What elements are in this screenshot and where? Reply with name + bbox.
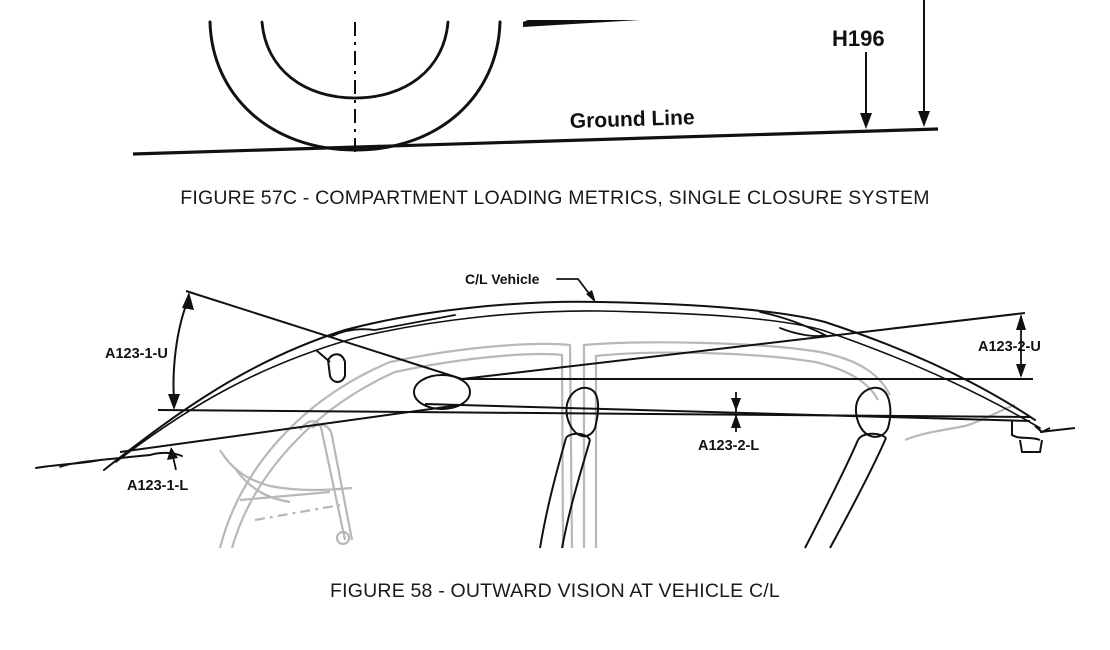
a123-2-l-arrowhead-top [731, 398, 741, 411]
roof-outline-outer [103, 300, 1036, 471]
front-seat [539, 386, 600, 549]
label-cl-vehicle: C/L Vehicle [465, 271, 540, 287]
label-a123-2-l: A123-2-L [698, 438, 759, 454]
label-ground-line: Ground Line [569, 106, 694, 133]
figure-58-drawing: C/L Vehicle A123-1-U A123-1-L A123-2-U A… [35, 271, 1076, 549]
a123-2-u-arrowhead-bottom [1016, 364, 1026, 378]
hood-line-lower [59, 459, 101, 468]
h196-arrowhead-2 [918, 111, 930, 127]
sight-line-a123-1-l [119, 404, 461, 453]
ground-line [132, 127, 939, 156]
horizontal-reference-line [157, 409, 1031, 418]
roof-outline-inner [115, 310, 1041, 463]
rear-trunk-detail [1011, 420, 1076, 453]
sight-line-a123-1-u [185, 290, 463, 380]
body-fragment [523, 20, 640, 27]
a123-1-l-arrowhead [167, 447, 178, 460]
label-a123-1-l: A123-1-L [127, 478, 188, 494]
h196-arrowhead-1 [860, 113, 872, 129]
eye-ellipse [413, 374, 471, 410]
tire-inner-arc [260, 20, 450, 100]
rear-seat [804, 386, 892, 549]
sight-line-a123-2-u [461, 312, 1026, 380]
cl-vehicle-arrowhead [586, 290, 596, 303]
headliner-front [331, 314, 456, 337]
a123-1-u-angle-arc [172, 299, 189, 401]
cl-vehicle-leader [556, 278, 595, 301]
a123-1-u-arrowhead-top [182, 292, 194, 310]
a123-2-l-arrowhead-bottom [731, 414, 741, 428]
headliner-rear [759, 311, 828, 337]
label-a123-2-u: A123-2-U [978, 339, 1041, 355]
figure-58-caption: FIGURE 58 - OUTWARD VISION AT VEHICLE C/… [330, 580, 780, 602]
label-a123-1-u: A123-1-U [105, 346, 168, 362]
vehicle-interior-outline [218, 341, 1016, 549]
sight-line-a123-2-l [424, 403, 1031, 422]
a123-1-u-arrowhead-bottom [168, 394, 180, 410]
label-h196: H196 [832, 26, 885, 51]
rearview-mirror [315, 349, 346, 383]
figure-57c-caption: FIGURE 57C - COMPARTMENT LOADING METRICS… [180, 187, 930, 209]
figure-57c-drawing: H196 Ground Line [132, 0, 939, 156]
a123-2-u-arrowhead-top [1016, 314, 1026, 330]
